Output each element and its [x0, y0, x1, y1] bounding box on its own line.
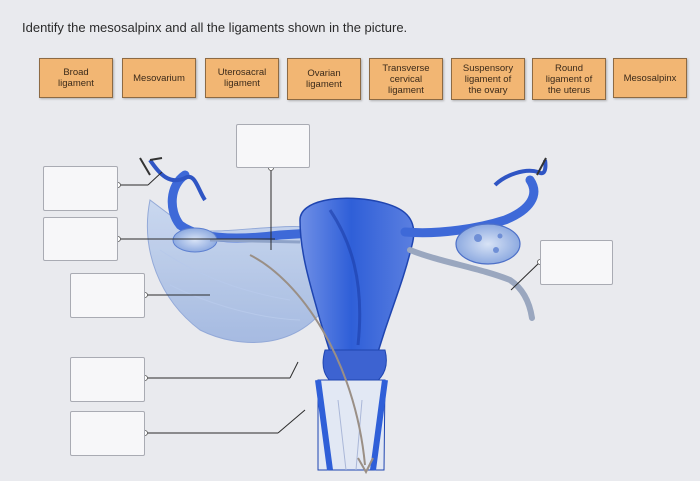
drop-box-right[interactable]	[540, 240, 613, 285]
label-round-ligament-of-uterus[interactable]: Round ligament of the uterus	[532, 58, 606, 100]
drop-box-left-1[interactable]	[43, 166, 118, 211]
drop-box-top-center[interactable]	[236, 124, 310, 168]
drop-box-left-4[interactable]	[70, 357, 145, 402]
label-ovarian-ligament[interactable]: Ovarian ligament	[287, 58, 361, 100]
label-uterosacral-ligament[interactable]: Uterosacral ligament	[205, 58, 279, 98]
left-fimbriae	[148, 158, 207, 202]
drop-box-left-2[interactable]	[43, 217, 118, 261]
right-ovary	[455, 223, 521, 265]
label-suspensory-ligament-of-ovary[interactable]: Suspensory ligament of the ovary	[451, 58, 525, 100]
leader-lines	[118, 168, 541, 434]
drop-box-left-3[interactable]	[70, 273, 145, 318]
question-text: Identify the mesosalpinx and all the lig…	[22, 20, 408, 35]
label-transverse-cervical-ligament[interactable]: Transverse cervical ligament	[369, 58, 443, 100]
right-uterine-tube	[400, 175, 539, 238]
label-mesosalpinx[interactable]: Mesosalpinx	[613, 58, 687, 98]
vagina	[317, 379, 386, 471]
drop-box-left-5[interactable]	[70, 411, 145, 456]
label-broad-ligament[interactable]: Broad ligament	[39, 58, 113, 98]
curved-arrow	[249, 254, 366, 466]
round-ligament-shape	[407, 247, 535, 321]
label-mesovarium[interactable]: Mesovarium	[122, 58, 196, 98]
